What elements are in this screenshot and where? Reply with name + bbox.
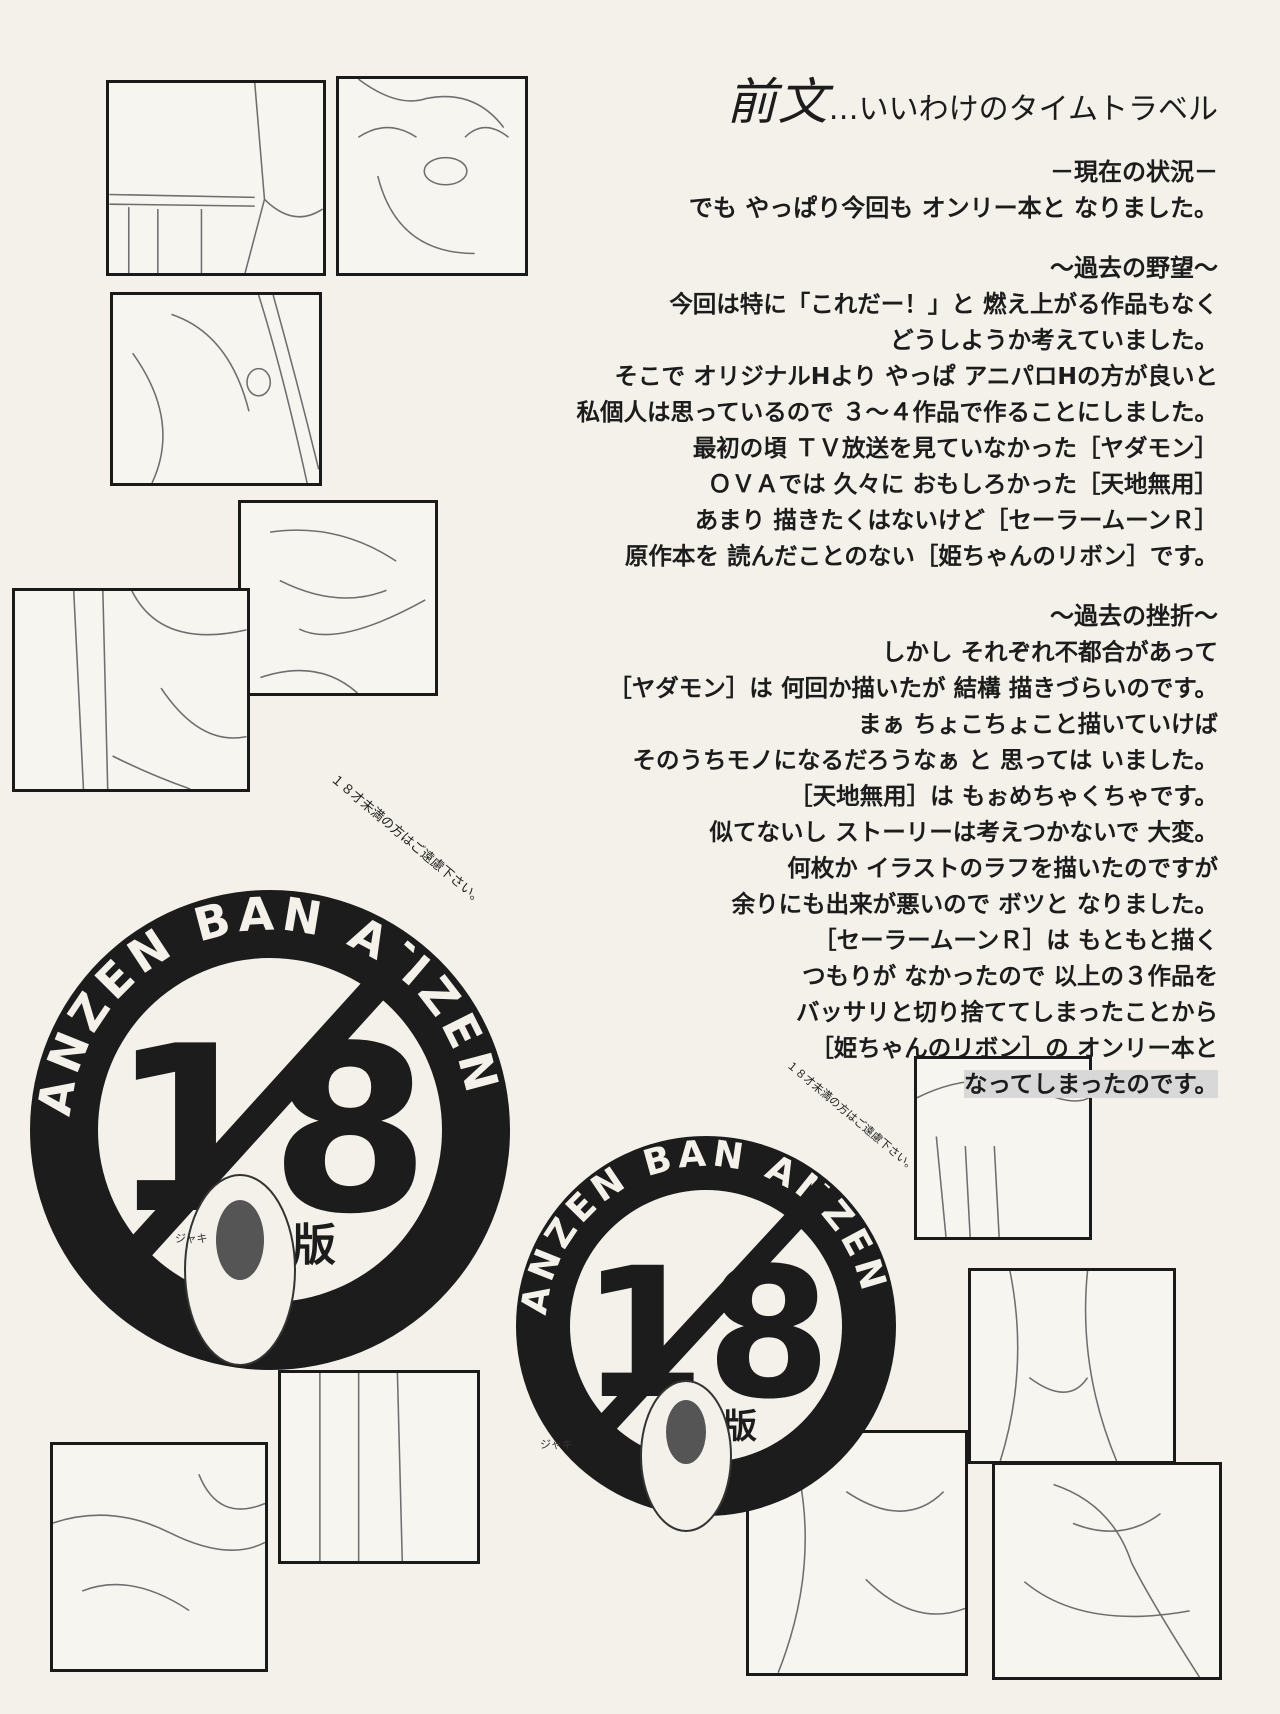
text-line: 最初の頃 ＴＶ放送を見ていなかった［ヤダモン］ <box>692 434 1218 462</box>
text-line: ［ヤダモン］は 何回か描いたが 結構 描きづらいのです。 <box>608 674 1218 702</box>
sketch-lines <box>917 1079 1089 1237</box>
text-line: ［姫ちゃんのリボン］の オンリー本と <box>810 1034 1218 1062</box>
text-line: そこで オリジナルHより やっぱ アニパロHの方が良いと <box>614 362 1218 390</box>
text-line: でも やっぱり今回も オンリー本と なりました。 <box>688 194 1218 222</box>
text-line: 原作本を 読んだことのない［姫ちゃんのリボン］です。 <box>624 542 1218 570</box>
text-line: ＯＶＡでは 久々に おもしろかった［天地無用］ <box>708 470 1218 498</box>
sketch-lines <box>357 79 510 255</box>
stamp-note: １８才未満の方はご遠慮下さい。 <box>784 1058 919 1175</box>
title-main: 前文 <box>726 73 829 131</box>
text-line: どうしようか考えていました。 <box>890 326 1218 354</box>
text-line: 余りにも出来が悪いので ボツと なりました。 <box>731 890 1218 918</box>
section-past-setbacks: 〜過去の挫折〜 しかし それぞれ不都合があって ［ヤダモン］は 何回か描いたが … <box>398 598 1218 1102</box>
sketch-panel-9 <box>50 1442 268 1672</box>
sketch-lines <box>260 529 426 693</box>
text-line: しかし それぞれ不都合があって <box>881 638 1218 666</box>
anzen-ban-stamp-small: ANZEN BAN ANZEN BAN 18 安全版 １８才未満の方はご遠慮下さ… <box>468 1044 926 1536</box>
highlighted-text: なってしまったのです。 <box>963 1070 1218 1098</box>
sfx-text: ジャキ <box>175 1232 208 1245</box>
creature-throat <box>666 1400 706 1464</box>
text-line: 何枚か イラストのラフを描いたのですが <box>787 854 1218 882</box>
stamp-slash <box>109 940 421 1280</box>
text-line: 今回は特に「これだー！」と 燃え上がる作品もなく <box>669 290 1218 318</box>
text-line: あまり 描きたくはないけど［セーラームーンＲ］ <box>694 506 1218 534</box>
section-past-ambition: 〜過去の野望〜 今回は特に「これだー！」と 燃え上がる作品もなく どうしようか考… <box>398 250 1218 574</box>
text-line: ［セーラームーンＲ］は もともと描く <box>813 926 1218 954</box>
text-line: ［天地無用］は もぉめちゃくちゃです。 <box>789 782 1218 810</box>
sketch-lines <box>109 83 323 273</box>
section-heading: 〜過去の野望〜 <box>1050 254 1218 282</box>
text-line: 似てないし ストーリーは考えつかないで 大変。 <box>709 818 1218 846</box>
sketch-lines <box>72 591 247 789</box>
sketch-panel-11 <box>992 1462 1222 1680</box>
text-line: なってしまったのです。 <box>398 1066 1218 1102</box>
creature-throat <box>216 1200 264 1280</box>
sketch-lines <box>999 1271 1118 1461</box>
sketch-lines <box>1023 1483 1201 1677</box>
sketch-panel-4 <box>238 500 438 696</box>
stamp-graphic: ANZEN BAN ANZEN BAN 18 安全版 １８才未満の方はご遠慮下さ… <box>0 757 510 1370</box>
sketch-lines <box>53 1474 265 1612</box>
sketch-panel-2 <box>336 76 528 276</box>
section-heading: 〜過去の挫折〜 <box>1050 602 1218 630</box>
sfx-text: ジャキ <box>540 1438 573 1451</box>
text-line: そのうちモノになるだろうなぁ と 思っては いました。 <box>632 746 1219 774</box>
title-subtitle: …いいわけのタイムトラベル <box>828 92 1218 127</box>
sketch-lines <box>319 1373 404 1561</box>
section-heading: －現在の状況－ <box>1050 158 1218 186</box>
anzen-ban-stamp-large: ANZEN BAN ANZEN BAN 18 安全版 １８才未満の方はご遠慮下さ… <box>0 757 540 1370</box>
preface-text: 前文…いいわけのタイムトラベル －現在の状況－ でも やっぱり今回も オンリー本… <box>398 62 1218 1126</box>
sketch-panel-3 <box>110 292 322 486</box>
text-line: 私個人は思っているので ３〜４作品で作ることにしました。 <box>576 398 1218 426</box>
sketch-panel-7 <box>968 1268 1176 1464</box>
text-line: つもりが なかったので 以上の３作品を <box>802 962 1218 990</box>
sketch-panel-8 <box>278 1370 480 1564</box>
sketch-panel-5 <box>12 588 250 792</box>
stamp-graphic: ANZEN BAN ANZEN BAN 18 安全版 １８才未満の方はご遠慮下さ… <box>468 1044 919 1532</box>
sketch-lines <box>132 295 319 483</box>
sketch-panel-1 <box>106 80 326 276</box>
text-line: バッサリと切り捨ててしまったことから <box>795 998 1218 1026</box>
text-line: まぁ ちょこちょこと描いていけば <box>858 710 1218 738</box>
stamp-slash <box>577 1178 835 1454</box>
page-title: 前文…いいわけのタイムトラベル <box>398 62 1218 134</box>
section-current-status: －現在の状況－ でも やっぱり今回も オンリー本と なりました。 <box>398 154 1218 226</box>
